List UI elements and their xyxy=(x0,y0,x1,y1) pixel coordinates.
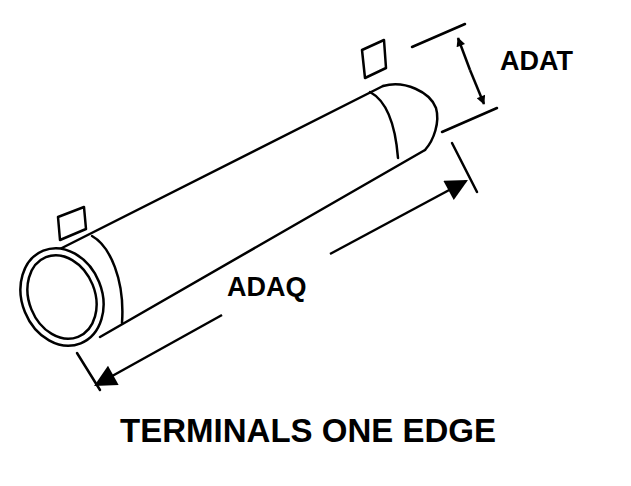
extension-line xyxy=(452,143,477,192)
ferrule-ring xyxy=(370,92,398,158)
terminal-tab xyxy=(362,40,386,78)
terminal-tab xyxy=(58,207,86,240)
end-face-inner xyxy=(15,245,108,349)
extension-line xyxy=(412,24,465,47)
end-face xyxy=(6,236,118,359)
extension-line xyxy=(442,108,497,132)
dimension-arrow xyxy=(470,70,484,104)
dimension-arrow xyxy=(330,181,466,254)
tube-edge xyxy=(52,86,383,253)
dimension-arrow xyxy=(96,315,222,385)
dimension-arrow xyxy=(458,38,470,70)
caption: TERMINALS ONE EDGE xyxy=(118,414,498,447)
tube-edge xyxy=(100,150,425,337)
dimension-label: ADAT xyxy=(498,48,575,75)
dimension-label: ADAQ xyxy=(225,274,309,301)
